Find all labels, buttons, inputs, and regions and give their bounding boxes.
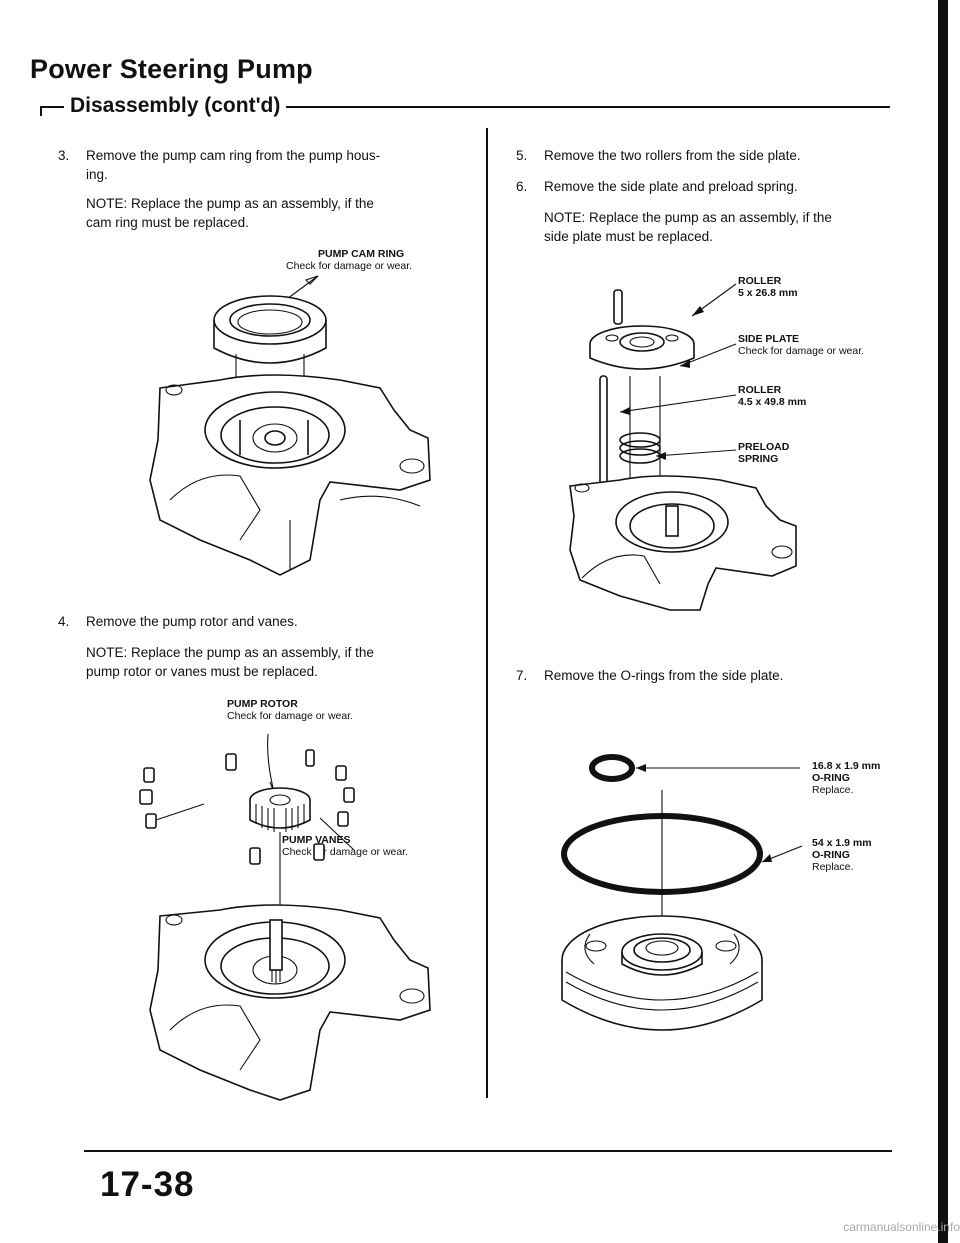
- footer-rule: [84, 1150, 892, 1152]
- rotor-vanes-illustration: [139, 733, 431, 1101]
- step-text: Remove the pump rotor and vanes.: [86, 614, 298, 629]
- page-title: Power Steering Pump: [30, 54, 313, 84]
- step-number: 6.: [516, 179, 528, 194]
- label-side-plate: SIDE PLATE Check for damage or wear.: [738, 333, 865, 357]
- label-roller-1: ROLLER 5 x 26.8 mm: [738, 275, 798, 299]
- page-number: 17-38: [100, 1165, 195, 1204]
- side-plate-illustration: [569, 283, 797, 611]
- step-3-note: NOTE: Replace the pump as an assembly, i…: [86, 196, 374, 230]
- step-5: 5. Remove the two rollers from the side …: [516, 146, 916, 166]
- step-text: Remove the two rollers from the side pla…: [544, 148, 801, 163]
- step-text: Remove the side plate and preload spring…: [544, 179, 798, 194]
- step-4: 4. Remove the pump rotor and vanes.: [58, 612, 478, 632]
- watermark: carmanualsonline.info: [843, 1220, 960, 1234]
- label-oring-small: 16.8 x 1.9 mm O-RING Replace.: [812, 760, 881, 796]
- page-edge-bar: [938, 0, 948, 1243]
- label-preload-spring: PRELOAD SPRING: [738, 441, 790, 465]
- step-4-note: NOTE: Replace the pump as an assembly, i…: [86, 645, 374, 679]
- label-roller-2: ROLLER 4.5 x 49.8 mm: [738, 384, 807, 408]
- o-rings-illustration: [561, 754, 803, 1031]
- cam-ring-illustration: [149, 275, 431, 576]
- step-7: 7. Remove the O-rings from the side plat…: [516, 666, 916, 686]
- header-rule: [40, 106, 890, 108]
- step-3: 3. Remove the pump cam ring from the pum…: [58, 146, 478, 186]
- step-text: Remove the pump cam ring from the pump h…: [86, 148, 381, 182]
- label-oring-large: 54 x 1.9 mm O-RING Replace.: [812, 837, 872, 873]
- column-divider: [486, 128, 488, 1098]
- section-subtitle: Disassembly (cont'd): [64, 94, 287, 118]
- step-number: 4.: [58, 614, 70, 629]
- step-6-note: NOTE: Replace the pump as an assembly, i…: [544, 210, 832, 244]
- step-6: 6. Remove the side plate and preload spr…: [516, 177, 916, 197]
- step-number: 3.: [58, 148, 70, 163]
- step-number: 5.: [516, 148, 528, 163]
- label-pump-cam-ring: PUMP CAM RING Check for damage or wear.: [286, 248, 413, 272]
- step-text: Remove the O-rings from the side plate.: [544, 668, 784, 683]
- header-rule-left-tick: [40, 106, 44, 116]
- label-pump-rotor: PUMP ROTOR Check for damage or wear.: [227, 698, 354, 722]
- step-number: 7.: [516, 668, 528, 683]
